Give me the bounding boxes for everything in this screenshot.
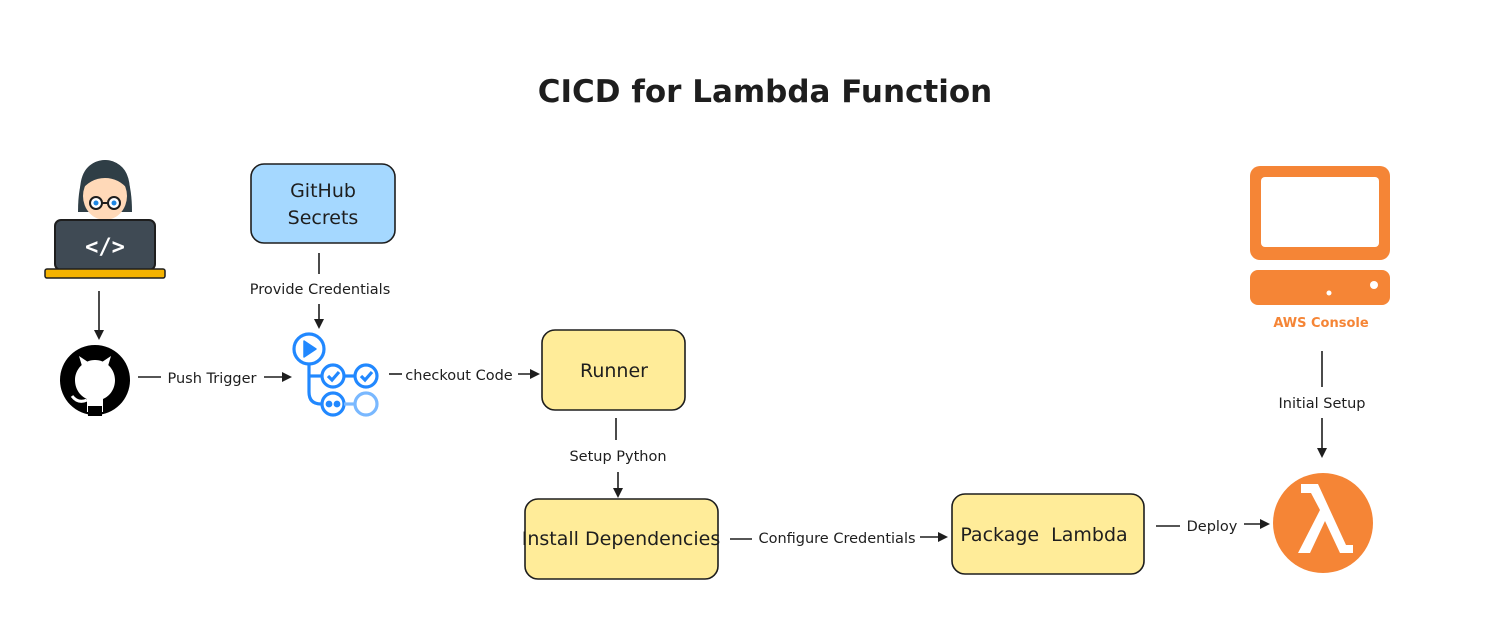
github-icon bbox=[60, 345, 130, 416]
github-actions-workflow-icon bbox=[292, 332, 379, 417]
install-dependencies-node[interactable]: Install Dependencies bbox=[522, 498, 720, 580]
diagram-title: CICD for Lambda Function bbox=[538, 74, 992, 110]
edge-label-checkout-code: checkout Code bbox=[405, 368, 512, 384]
install-dependencies-label: Install Dependencies bbox=[522, 528, 720, 550]
github-secrets-label-line1: GitHub bbox=[290, 180, 356, 202]
developer-laptop-icon: </> bbox=[44, 160, 166, 279]
runner-node[interactable]: Runner bbox=[541, 329, 686, 411]
github-secrets-node[interactable]: GitHub Secrets bbox=[250, 163, 396, 244]
package-lambda-label: Package Lambda bbox=[960, 524, 1127, 546]
svg-text:</>: </> bbox=[85, 235, 125, 260]
edge-label-configure-credentials: Configure Credentials bbox=[758, 531, 915, 547]
edge-label-deploy: Deploy bbox=[1187, 519, 1238, 535]
aws-lambda-icon bbox=[1273, 473, 1373, 573]
package-lambda-node[interactable]: Package Lambda bbox=[951, 493, 1145, 575]
edge-label-push-trigger: Push Trigger bbox=[167, 371, 256, 387]
github-secrets-label-line2: Secrets bbox=[288, 207, 359, 229]
runner-label: Runner bbox=[580, 360, 648, 382]
edge-label-setup-python: Setup Python bbox=[569, 449, 666, 465]
edge-label-initial-setup: Initial Setup bbox=[1279, 396, 1366, 412]
edge-label-provide-credentials: Provide Credentials bbox=[250, 282, 391, 298]
computer-console-icon bbox=[1250, 166, 1390, 305]
aws-console-label: AWS Console bbox=[1273, 316, 1369, 331]
